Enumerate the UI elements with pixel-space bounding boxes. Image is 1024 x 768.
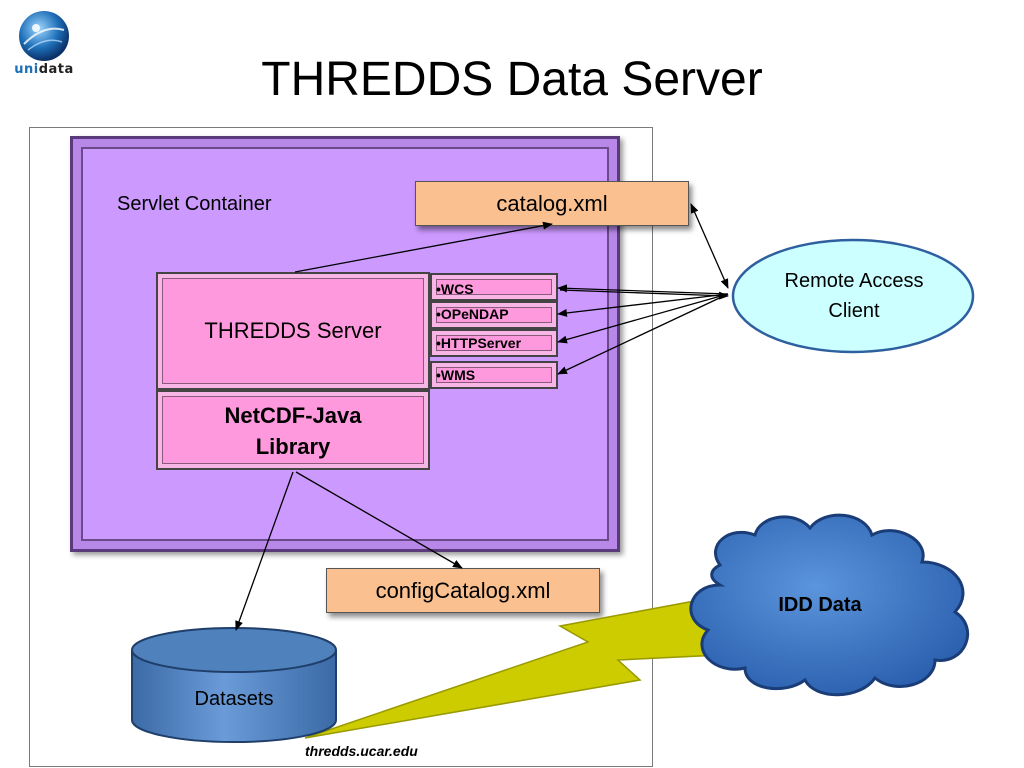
service-label-opendap: •OPeNDAP <box>436 306 509 322</box>
client-label-line-1: Remote Access <box>784 270 924 292</box>
unidata-logo <box>6 6 82 86</box>
thredds-server-label: THREDDS Server <box>204 318 382 343</box>
service-label-wcs: •WCS <box>436 281 474 297</box>
service-box-opendap <box>430 301 558 329</box>
idd-data-label: IDD Data <box>778 594 862 616</box>
service-box-wms <box>430 361 558 389</box>
service-box-httpserver <box>430 329 558 357</box>
netcdf-library-line-2: Library <box>255 434 331 459</box>
thredds-server-box <box>156 272 430 390</box>
netcdf-library-label: NetCDF-Java Library <box>156 400 430 462</box>
unidata-wordmark: unidata <box>14 62 74 77</box>
footer-url: thredds.ucar.edu <box>305 743 418 759</box>
catalog-xml-box: catalog.xml <box>415 181 689 226</box>
lightning-bolt <box>304 599 722 739</box>
remote-access-client-label: Remote Access Client <box>738 266 970 326</box>
connection-arrows <box>235 203 729 631</box>
servlet-container-label: Servlet Container <box>117 193 272 215</box>
client-label-line-2: Client <box>828 300 880 322</box>
service-box-wcs <box>430 273 558 301</box>
service-label-wms: •WMS <box>436 367 476 383</box>
datasets-cylinder <box>131 627 337 743</box>
netcdf-library-line-1: NetCDF-Java <box>224 403 362 428</box>
datasets-label: Datasets <box>194 688 274 710</box>
remote-client-ellipse <box>731 238 975 354</box>
idd-data-cloud <box>689 513 970 697</box>
config-catalog-xml-box: configCatalog.xml <box>326 568 600 613</box>
page-title: THREDDS Data Server <box>261 53 763 106</box>
service-label-httpserver: •HTTPServer <box>436 335 522 351</box>
netcdf-library-box <box>156 390 430 470</box>
